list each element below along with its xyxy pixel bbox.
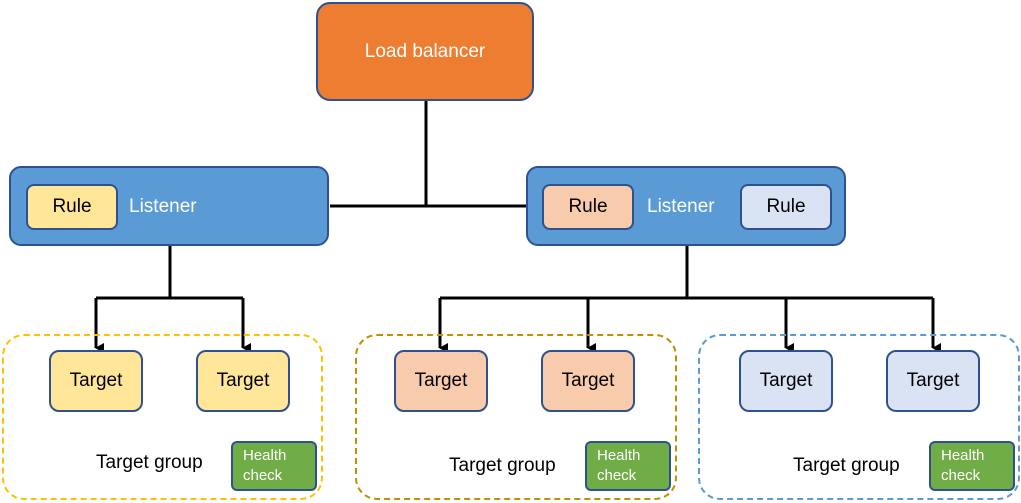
target-label: Target <box>414 370 468 391</box>
target-node-5: Target <box>739 350 833 412</box>
listener-node-1: Rule Listener <box>9 166 329 246</box>
health-check-line-1: Health <box>597 447 641 464</box>
health-check-line-2: check <box>597 467 637 484</box>
target-label: Target <box>561 370 615 391</box>
health-check-line-2: check <box>243 467 283 484</box>
target-group-label-3: Target group <box>793 455 900 476</box>
target-node-3: Target <box>394 350 488 412</box>
health-check-line-2: check <box>941 467 981 484</box>
load-balancer-node: Load balancer <box>316 2 534 101</box>
target-group-box-2 <box>355 334 677 500</box>
health-check-node-1: Health check <box>231 441 317 491</box>
rule-label: Rule <box>52 196 92 217</box>
target-label: Target <box>906 370 960 391</box>
health-check-node-3: Health check <box>929 441 1015 491</box>
health-check-line-1: Health <box>941 447 985 464</box>
target-node-1: Target <box>49 350 143 412</box>
rule-label: Rule <box>568 196 608 217</box>
rule-node-2: Rule <box>542 184 634 230</box>
target-label: Target <box>759 370 813 391</box>
target-label: Target <box>69 370 123 391</box>
target-group-box-3 <box>698 334 1020 500</box>
target-group-label-1: Target group <box>96 452 203 473</box>
target-group-box-1 <box>2 334 323 500</box>
load-balancer-label: Load balancer <box>364 40 486 62</box>
target-node-6: Target <box>886 350 980 412</box>
health-check-line-1: Health <box>243 447 287 464</box>
target-group-label-2: Target group <box>449 455 556 476</box>
listener-label: Listener <box>129 196 197 217</box>
listener-label: Listener <box>647 196 715 217</box>
health-check-node-2: Health check <box>585 441 671 491</box>
target-node-4: Target <box>541 350 635 412</box>
target-label: Target <box>216 370 270 391</box>
listener-node-2: Rule Listener Rule <box>526 166 846 246</box>
target-node-2: Target <box>196 350 290 412</box>
rule-node-1: Rule <box>26 184 118 230</box>
rule-node-3: Rule <box>740 184 832 230</box>
rule-label: Rule <box>766 196 806 217</box>
